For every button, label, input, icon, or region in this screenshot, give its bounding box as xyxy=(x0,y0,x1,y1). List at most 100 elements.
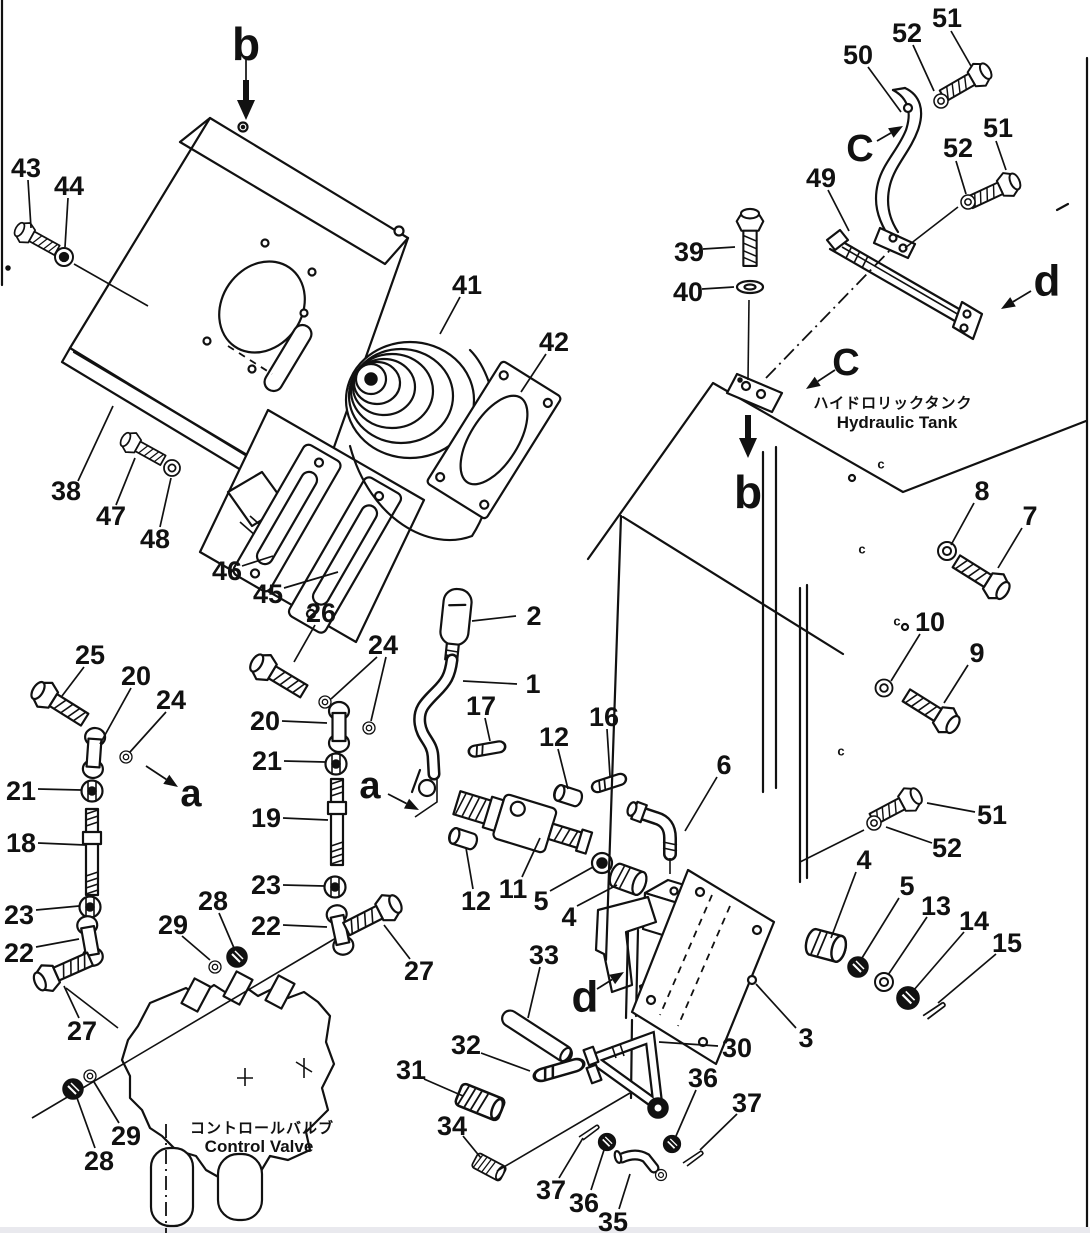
callout-52: 52 xyxy=(932,833,962,863)
leader-line-44 xyxy=(64,197,69,248)
ref-arrow-C-shaft xyxy=(876,132,892,142)
ref-arrow-d-head xyxy=(1001,297,1016,309)
damper-art xyxy=(414,771,651,898)
leader-line-2 xyxy=(471,615,517,622)
leader-line-51 xyxy=(926,802,976,813)
leader-line-52 xyxy=(912,44,935,92)
hole-mark-c: c xyxy=(893,614,900,629)
callout-29: 29 xyxy=(158,910,188,940)
callout-12: 12 xyxy=(461,886,491,916)
callout-39: 39 xyxy=(674,237,704,267)
view-ref-d: d xyxy=(572,973,599,1022)
leader-line-16 xyxy=(606,728,611,777)
callout-29: 29 xyxy=(111,1121,141,1151)
callout-27: 27 xyxy=(67,1016,97,1046)
callout-35: 35 xyxy=(598,1207,628,1233)
leader-line-25 xyxy=(61,666,85,697)
leader-line-1 xyxy=(462,680,518,685)
view-ref-b: b xyxy=(734,466,762,518)
valve-label-en: Control Valve xyxy=(205,1137,314,1156)
callout-41: 41 xyxy=(452,270,482,300)
callout-51: 51 xyxy=(977,800,1007,830)
leader-line-12 xyxy=(465,847,474,890)
leader-line-37 xyxy=(699,1113,738,1151)
view-ref-a: a xyxy=(180,773,202,815)
bolt39-art xyxy=(735,207,765,381)
leader-line-38 xyxy=(77,405,114,482)
callout-28: 28 xyxy=(84,1146,114,1176)
ref-arrow-d-head xyxy=(609,972,624,985)
callout-44: 44 xyxy=(54,171,84,201)
callout-37: 37 xyxy=(536,1175,566,1205)
callout-20: 20 xyxy=(121,661,151,691)
callout-1: 1 xyxy=(525,669,540,699)
leader-line-47 xyxy=(115,457,136,506)
callout-33: 33 xyxy=(529,940,559,970)
callout-9: 9 xyxy=(969,638,984,668)
leader-line-20 xyxy=(99,687,132,745)
callout-42: 42 xyxy=(539,327,569,357)
leader-line-28 xyxy=(76,1097,96,1149)
callout-40: 40 xyxy=(673,277,703,307)
callout-13: 13 xyxy=(921,891,951,921)
callout-2: 2 xyxy=(526,601,541,631)
leader-line-3 xyxy=(755,983,797,1029)
gasket-art xyxy=(426,360,562,520)
callout-10: 10 xyxy=(915,607,945,637)
tank-art xyxy=(586,243,1088,962)
tank-label-en: Hydraulic Tank xyxy=(837,413,958,432)
tank-label-jp: ハイドロリックタンク xyxy=(813,395,972,412)
ref-arrow-C-head xyxy=(888,126,903,138)
leader-line-32 xyxy=(480,1052,531,1072)
ref-arrow-d-shaft xyxy=(596,978,613,990)
leader-line-21 xyxy=(37,788,82,791)
leader-line-21 xyxy=(283,760,326,763)
view-ref-d: d xyxy=(1034,257,1061,306)
callout-26: 26 xyxy=(306,598,336,628)
leader-line-18 xyxy=(37,842,86,846)
callout-22: 22 xyxy=(251,911,281,941)
callout-37: 37 xyxy=(732,1088,762,1118)
leader-line-50 xyxy=(867,66,902,113)
callout-50: 50 xyxy=(843,40,873,70)
callout-34: 34 xyxy=(437,1111,467,1141)
callout-12: 12 xyxy=(539,722,569,752)
leader-line-48 xyxy=(159,477,172,528)
hole-mark-c: c xyxy=(858,542,865,557)
strap-channel-art xyxy=(825,56,1026,341)
callout-6: 6 xyxy=(716,750,731,780)
leader-line-33 xyxy=(527,966,541,1019)
ref-arrow-d-shaft xyxy=(1012,290,1032,303)
leader-line-11 xyxy=(521,837,541,878)
leader-line-31 xyxy=(423,1078,464,1097)
plate3-art xyxy=(630,868,776,1066)
leader-line-30 xyxy=(658,1041,719,1047)
callout-49: 49 xyxy=(806,163,836,193)
leader-line-19 xyxy=(282,817,329,821)
callout-14: 14 xyxy=(959,906,989,936)
ref-arrow-a-shaft xyxy=(387,793,407,805)
callout-16: 16 xyxy=(589,702,619,732)
leader-line-10 xyxy=(890,633,921,682)
leader-line-37 xyxy=(558,1137,584,1179)
leader-line-40 xyxy=(701,286,735,290)
yoke-art xyxy=(582,1030,669,1119)
control-valve-art xyxy=(31,937,337,1233)
leader-line-5 xyxy=(549,866,594,892)
cover-screws-art xyxy=(9,217,181,477)
callout-38: 38 xyxy=(51,476,81,506)
callout-27: 27 xyxy=(404,956,434,986)
leader-line-29 xyxy=(181,935,211,961)
lever-art xyxy=(410,587,508,798)
callout-8: 8 xyxy=(974,476,989,506)
callout-22: 22 xyxy=(4,938,34,968)
leader-line-42 xyxy=(520,353,547,393)
leader-line-24 xyxy=(330,656,378,700)
callout-18: 18 xyxy=(6,828,36,858)
callout-3: 3 xyxy=(798,1023,813,1053)
leader-line-22 xyxy=(35,938,80,948)
leader-line-43 xyxy=(27,179,32,229)
leader-line-51 xyxy=(950,30,972,67)
